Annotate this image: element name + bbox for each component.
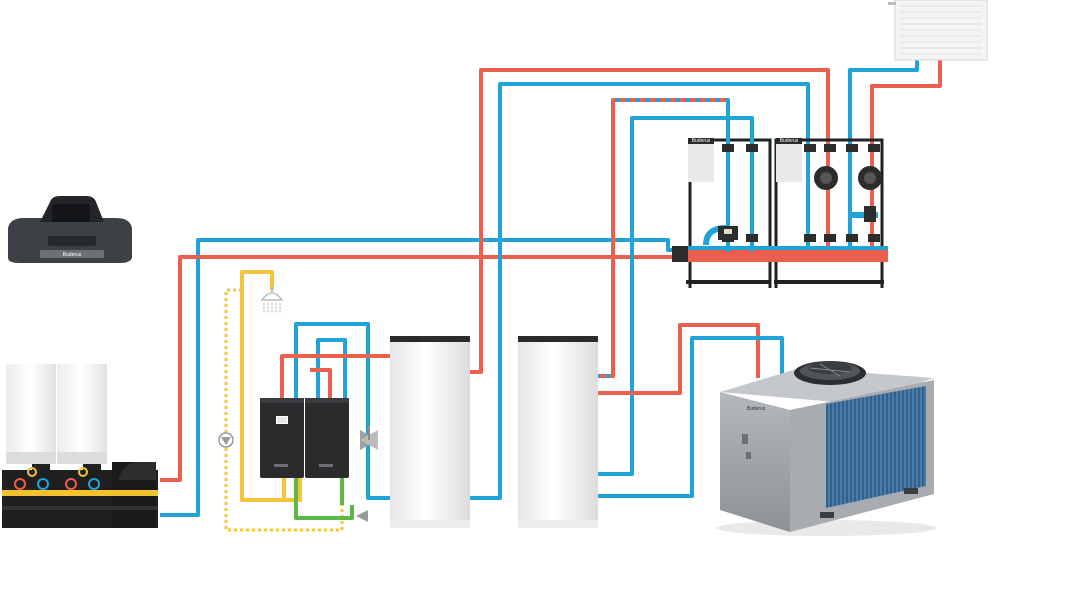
controller-icon	[8, 196, 132, 263]
circulation-pipe	[224, 288, 344, 532]
cold-water-pipe	[294, 478, 354, 520]
dhw-flow-pipe-2	[310, 368, 332, 398]
fresh-water-station-icon	[260, 398, 349, 478]
hot-water-pipe	[240, 270, 286, 502]
brand-label-controller: Buderus	[63, 252, 82, 258]
heatpump-return-pipe	[598, 336, 784, 498]
shower-icon	[260, 286, 284, 314]
buffer-flow-pipe	[470, 68, 830, 374]
radiator-icon	[888, 0, 988, 61]
brand-label-module2: Buderus	[780, 138, 799, 144]
hot-water-pipe-2	[284, 478, 302, 502]
circulation-pump-icon	[218, 432, 234, 448]
brand-label-heatpump: Buderus	[747, 406, 766, 412]
main-return-pipe	[160, 238, 690, 517]
pipe-network	[160, 58, 942, 532]
buffer-tank-icon	[390, 336, 598, 528]
pump-group-icon	[672, 112, 888, 288]
radiator-return-pipe	[848, 58, 919, 250]
brand-label-tank1: Buderus	[421, 336, 440, 342]
brand-label-module1: Buderus	[692, 138, 711, 144]
dhw-return-pipe	[294, 322, 392, 500]
gas-boiler-icon	[2, 364, 158, 528]
air-source-heat-pump-icon	[716, 361, 936, 536]
mixing-valve-icon	[360, 425, 378, 450]
heatpump-flow-pipe	[598, 323, 760, 395]
cold-water-inlet-arrow	[356, 510, 368, 522]
main-flow-pipe	[160, 255, 690, 482]
mixed-pipe	[598, 98, 730, 378]
dhw-flow-pipe	[280, 354, 392, 398]
